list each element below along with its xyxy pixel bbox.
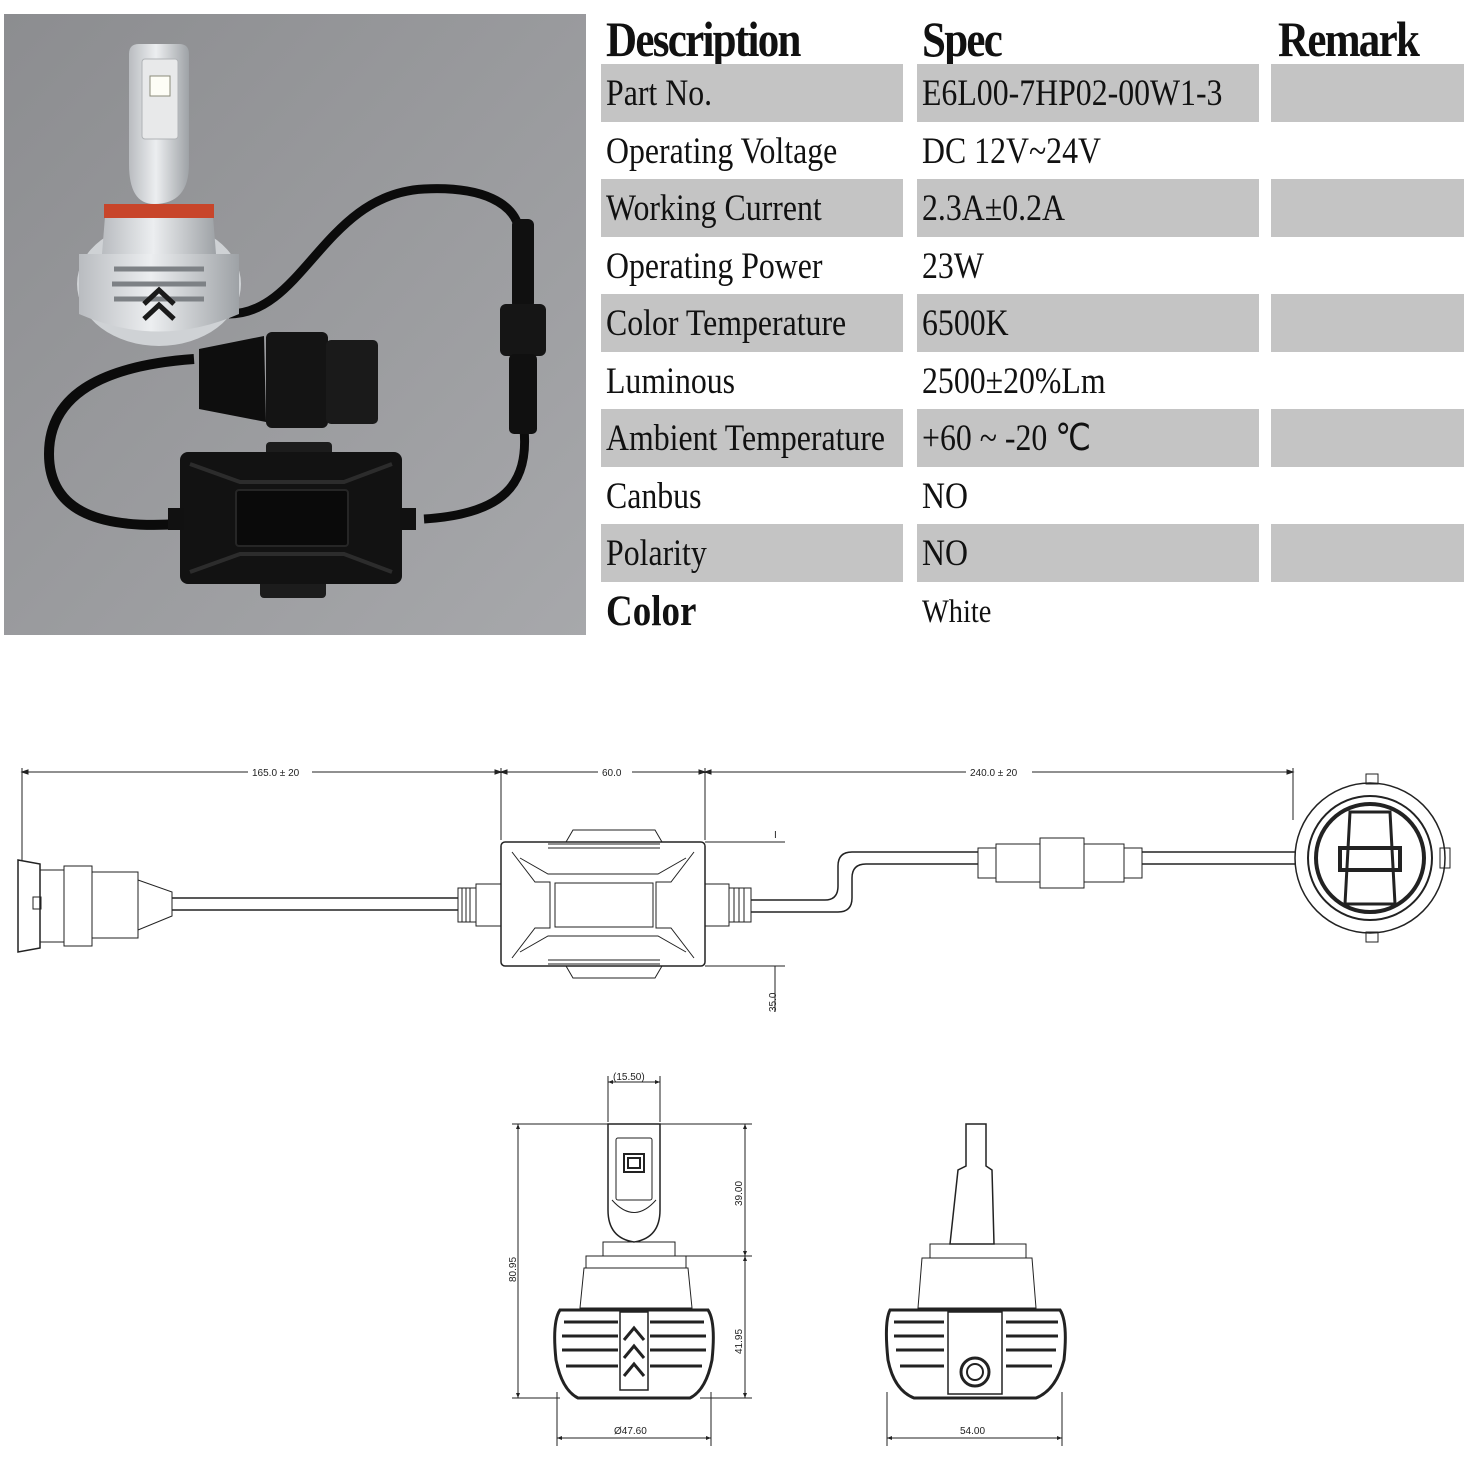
dim-base-diameter: Ø47.60 [614, 1426, 647, 1437]
row-description: Canbus [606, 476, 702, 517]
row-description: Color [606, 588, 697, 635]
table-row: Color White [0, 582, 1471, 640]
row-spec: White [922, 594, 992, 630]
row-spec: 2500±20%Lm [922, 361, 1106, 402]
header-spec: Spec [922, 11, 1003, 67]
table-row: Operating Power 23W [0, 237, 1471, 295]
table-row: Operating Voltage DC 12V~24V [0, 122, 1471, 180]
row-description: Operating Voltage [606, 131, 838, 172]
dim-base-height: 41.95 [734, 1329, 745, 1354]
dim-marker: I [774, 830, 777, 841]
dim-led-height: 39.00 [734, 1181, 745, 1206]
header-remark: Remark [1278, 11, 1420, 67]
row-description: Polarity [606, 533, 707, 574]
remark-cell [1271, 294, 1464, 352]
product-photo [4, 14, 586, 635]
row-description: Ambient Temperature [606, 418, 886, 459]
dim-side-width: 54.00 [960, 1426, 985, 1437]
row-description: Operating Power [606, 246, 823, 287]
remark-cell [1271, 524, 1464, 582]
remark-cell [1271, 179, 1464, 237]
row-spec: E6L00-7HP02-00W1-3 [922, 73, 1223, 114]
bulb-dimension-drawings: (15.50) 39.00 80.95 41.95 Ø47.60 54.00 [508, 1072, 1067, 1446]
table-row: Color Temperature 6500K [0, 294, 1471, 352]
row-description: Color Temperature [606, 303, 847, 344]
dim-cable-left: 165.0 ± 20 [252, 768, 300, 779]
row-spec: NO [922, 476, 968, 517]
row-spec: DC 12V~24V [922, 131, 1101, 172]
header-description: Description [606, 11, 801, 67]
table-row: Ambient Temperature +60 ~ -20 ℃ [0, 409, 1471, 467]
row-description: Working Current [606, 188, 822, 229]
row-spec: +60 ~ -20 ℃ [922, 418, 1092, 459]
row-description: Part No. [606, 73, 713, 114]
row-spec: 2.3A±0.2A [922, 188, 1065, 229]
remark-cell [1271, 409, 1464, 467]
wiring-diagram: 165.0 ± 20 60.0 240.0 ± 20 I 35.0 [17, 768, 1451, 1012]
table-row: Part No. E6L00-7HP02-00W1-3 [0, 64, 1471, 122]
row-spec: NO [922, 533, 968, 574]
remark-cell [1271, 64, 1464, 122]
dim-led-width: (15.50) [613, 1072, 645, 1083]
table-row: Polarity NO [0, 524, 1471, 582]
row-spec: 6500K [922, 303, 1009, 344]
row-description: Luminous [606, 361, 736, 402]
table-row: Luminous 2500±20%Lm [0, 352, 1471, 410]
dim-driver-width: 60.0 [602, 768, 622, 779]
row-spec: 23W [922, 246, 984, 287]
dim-driver-height: 35.0 [768, 992, 779, 1012]
dim-cable-right: 240.0 ± 20 [970, 768, 1018, 779]
table-row: Canbus NO [0, 467, 1471, 525]
table-row: Working Current 2.3A±0.2A [0, 179, 1471, 237]
dim-total-height: 80.95 [508, 1257, 519, 1282]
